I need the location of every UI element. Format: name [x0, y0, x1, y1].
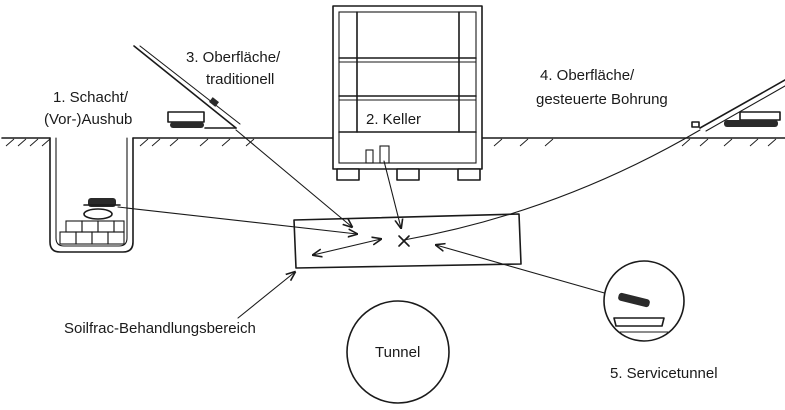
shaft-brick-stack — [59, 220, 125, 245]
label-treatment-area: Soilfrac-Behandlungsbereich — [64, 320, 256, 337]
surface-directional-rig — [691, 79, 785, 132]
label-service-tunnel: 5. Servicetunnel — [610, 365, 718, 382]
spread-arrow — [313, 239, 381, 255]
injection-line-service-tunnel — [436, 245, 616, 297]
injection-line-directional — [403, 129, 701, 241]
label-surface-directional-line1: 4. Oberfläche/ — [540, 67, 635, 84]
injection-point-cross — [398, 235, 410, 247]
injection-line-surface-traditional — [235, 129, 352, 227]
injection-line-shaft — [117, 206, 357, 234]
label-shaft-line2: (Vor-)Aushub — [44, 111, 132, 128]
building — [332, 5, 483, 181]
shaft-drill-rig — [83, 198, 121, 220]
label-surface-directional-line2: gesteuerte Bohrung — [536, 91, 668, 108]
label-surface-traditional-line1: 3. Oberfläche/ — [186, 49, 281, 66]
label-surface-traditional-line2: traditionell — [206, 71, 274, 88]
label-tunnel: Tunnel — [375, 344, 420, 361]
treatment-area-box — [293, 213, 522, 269]
service-tunnel — [603, 260, 685, 342]
label-shaft-line1: 1. Schacht/ — [53, 89, 129, 106]
surface-traditional-rig — [133, 45, 241, 129]
treatment-area-pointer — [237, 272, 295, 319]
injection-line-basement — [383, 160, 401, 228]
main-tunnel — [346, 300, 450, 404]
shaft-excavation — [49, 137, 134, 253]
label-basement: 2. Keller — [366, 111, 421, 128]
soil-hatching — [5, 138, 777, 147]
